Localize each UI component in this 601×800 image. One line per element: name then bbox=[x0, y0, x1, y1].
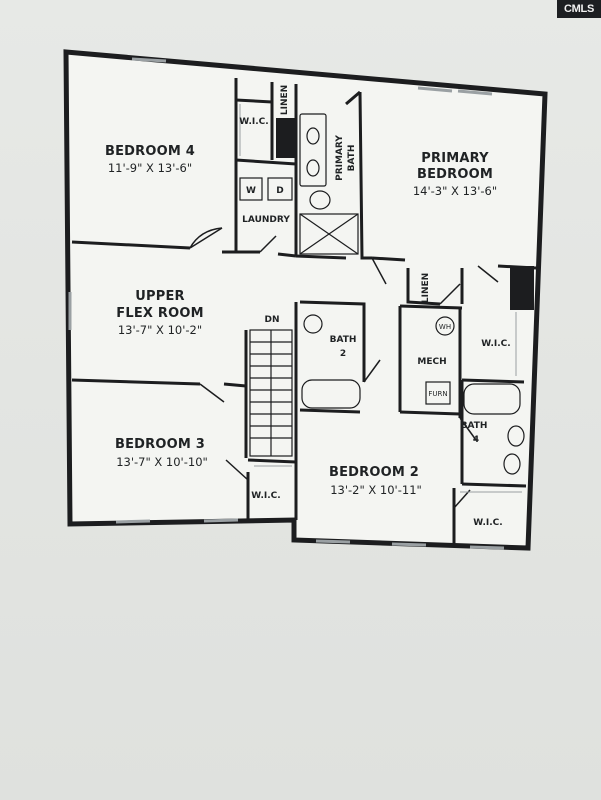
bedroom2-name: BEDROOM 2 bbox=[329, 465, 419, 480]
furn-label: FURN bbox=[428, 390, 447, 398]
wall-column-right bbox=[510, 266, 534, 310]
exterior-walls bbox=[63, 49, 548, 551]
primary-bath-fixtures bbox=[299, 113, 359, 255]
flex-name-line2: FLEX ROOM bbox=[116, 306, 203, 321]
primary-name-line2: BEDROOM bbox=[417, 167, 493, 182]
primary-bath-label-2: BATH bbox=[347, 145, 357, 172]
mech-label: MECH bbox=[417, 357, 446, 367]
doors bbox=[189, 227, 499, 509]
interior-walls bbox=[71, 78, 537, 546]
bath4-label-1: BATH bbox=[461, 421, 488, 431]
linen-label-top: LINEN bbox=[280, 85, 290, 115]
wh-label: WH bbox=[439, 323, 451, 331]
bath2-label-1: BATH bbox=[330, 335, 357, 345]
wic-label-bedroom3: W.I.C. bbox=[251, 491, 280, 501]
linen-label-right: LINEN bbox=[421, 273, 431, 303]
mech-fixtures bbox=[425, 316, 455, 405]
laundry-label: LAUNDRY bbox=[242, 215, 290, 225]
primary-name-line1: PRIMARY bbox=[421, 151, 489, 166]
dryer-label: D bbox=[276, 186, 283, 196]
stairs bbox=[249, 329, 293, 457]
flex-name-line1: UPPER bbox=[135, 289, 185, 304]
primary-bath-label-1: PRIMARY bbox=[335, 135, 345, 181]
wic-label-bedroom4: W.I.C. bbox=[239, 117, 268, 127]
wic-label-bedroom2: W.I.C. bbox=[473, 518, 502, 528]
bath2-fixtures bbox=[301, 314, 361, 409]
bath4-label-2: 4 bbox=[473, 435, 479, 445]
bedroom3-name: BEDROOM 3 bbox=[115, 437, 205, 452]
bath2-label-2: 2 bbox=[340, 349, 346, 359]
wall-column-left bbox=[276, 118, 296, 158]
wic-label-primary: W.I.C. bbox=[481, 339, 510, 349]
closet-shelves bbox=[239, 104, 522, 493]
bedroom2-dims: 13'-2" X 10'-11" bbox=[330, 483, 422, 497]
cmls-logo: CMLS bbox=[557, 0, 601, 18]
windows bbox=[68, 57, 505, 550]
primary-dims: 14'-3" X 13'-6" bbox=[413, 184, 497, 198]
bedroom3-dims: 13'-7" X 10'-10" bbox=[116, 455, 208, 469]
washer-label: W bbox=[246, 186, 256, 196]
dn-label: DN bbox=[264, 315, 279, 325]
flex-dims: 13'-7" X 10'-2" bbox=[118, 323, 202, 337]
bedroom4-dims: 11'-9" X 13'-6" bbox=[108, 161, 192, 175]
washer-dryer bbox=[239, 177, 293, 201]
bath4-fixtures bbox=[463, 383, 525, 475]
bedroom4-name: BEDROOM 4 bbox=[105, 144, 195, 159]
